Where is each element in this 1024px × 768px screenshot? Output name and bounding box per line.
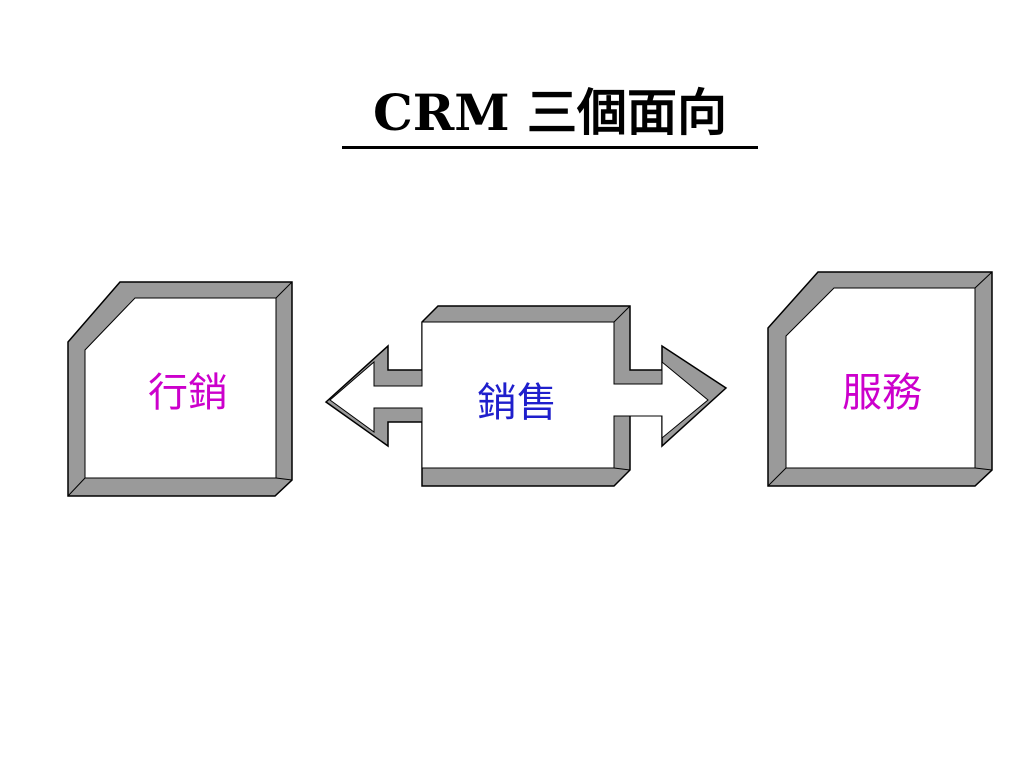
service-box-face: [785, 287, 976, 469]
marketing-box-face: [84, 297, 277, 479]
service-label: 服務: [842, 370, 922, 416]
sales-double-arrow: 銷售: [324, 305, 728, 487]
title-underline: [342, 146, 758, 149]
sales-label: 銷售: [477, 380, 557, 426]
marketing-box: 行銷: [67, 281, 293, 497]
service-box: 服務: [767, 271, 993, 487]
marketing-label: 行銷: [148, 370, 228, 416]
slide-title: CRM 三個面向: [372, 83, 728, 142]
